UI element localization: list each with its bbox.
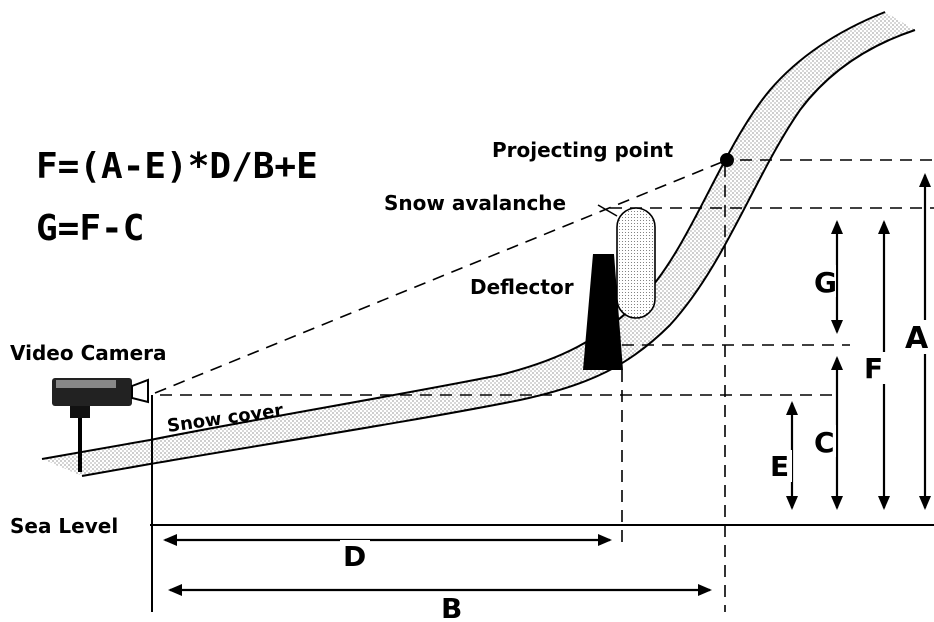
ground-line [81, 29, 916, 477]
projecting-point-dot [720, 153, 734, 167]
label-sea-level: Sea Level [10, 514, 118, 538]
snow-avalanche-column [616, 207, 656, 319]
formula-g: G=F-C [36, 208, 144, 249]
label-projecting-point: Projecting point [492, 138, 674, 162]
dimension-label-e: E [770, 450, 789, 483]
dimension-label-b: B [441, 592, 462, 622]
dimension-label-d: D [343, 540, 366, 573]
dimension-label-f: F [864, 352, 883, 385]
dimension-label-c: C [814, 426, 835, 459]
label-snow-avalanche: Snow avalanche [384, 191, 566, 215]
formula-f: F=(A-E)*D/B+E [36, 146, 318, 187]
label-video-camera: Video Camera [10, 341, 167, 365]
sight-line [154, 159, 728, 394]
dimension-label-g: G [814, 266, 837, 299]
video-camera-icon [52, 378, 149, 472]
dimension-label-a: A [905, 321, 929, 356]
deflector-shape [583, 254, 623, 370]
label-deflector: Deflector [470, 275, 574, 299]
avalanche-leader [597, 204, 618, 217]
snow-cover-band [42, 12, 915, 476]
